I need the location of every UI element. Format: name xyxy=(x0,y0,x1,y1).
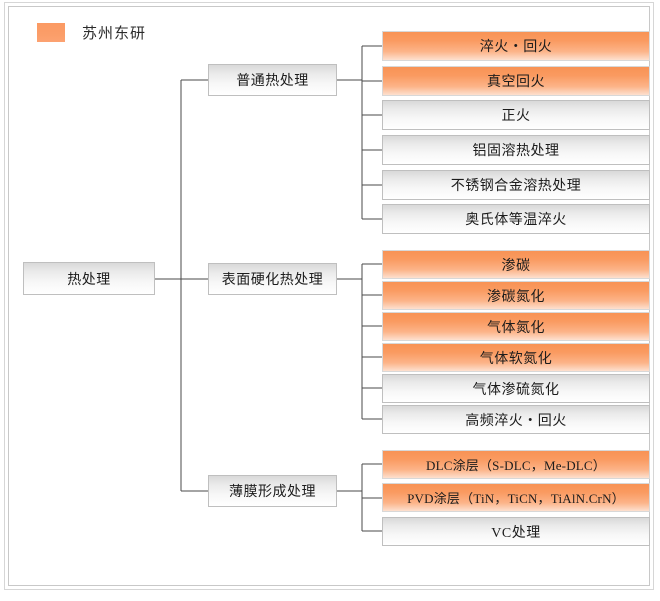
tree-leaf-normalizing[interactable]: 正火 xyxy=(382,100,650,130)
tree-leaf-dlc-coating[interactable]: DLC涂层（S-DLC，Me-DLC） xyxy=(382,450,650,479)
tree-leaf-label: 铝固溶热处理 xyxy=(472,144,560,159)
tree-leaf-label: VC处理 xyxy=(491,525,541,541)
tree-leaf-vacuum-temper[interactable]: 真空回火 xyxy=(382,66,650,96)
tree-leaf-label: 淬火・回火 xyxy=(479,40,553,55)
tree-leaf-label: 气体渗硫氮化 xyxy=(472,382,560,398)
tree-leaf-pvd-coating[interactable]: PVD涂层（TiN，TiCN，TiAlN.CrN） xyxy=(382,483,650,512)
tree-leaf-induction-quench-temper[interactable]: 高频淬火・回火 xyxy=(382,405,650,434)
tree-leaf-label: 不锈钢合金溶热处理 xyxy=(450,179,582,194)
diagram-canvas: 苏州东研 xyxy=(8,6,650,586)
tree-branch-ordinary-heat-treatment[interactable]: 普通热处理 xyxy=(208,64,337,96)
tree-leaf-carburizing[interactable]: 渗碳 xyxy=(382,250,650,279)
tree-leaf-label: 渗碳氮化 xyxy=(487,289,545,305)
tree-leaf-label: 高频淬火・回火 xyxy=(465,413,567,429)
tree-leaf-label: 渗碳 xyxy=(501,258,531,274)
tree-leaf-stainless-alloy-solution[interactable]: 不锈钢合金溶热处理 xyxy=(382,170,650,200)
tree-leaf-label: 气体软氮化 xyxy=(479,351,553,367)
legend-label: 苏州东研 xyxy=(82,26,147,42)
tree-leaf-gas-nitriding[interactable]: 气体氮化 xyxy=(382,312,650,341)
tree-leaf-label: DLC涂层（S-DLC，Me-DLC） xyxy=(425,458,607,473)
tree-leaf-vc-treatment[interactable]: VC处理 xyxy=(382,517,650,546)
tree-leaf-quench-temper[interactable]: 淬火・回火 xyxy=(382,31,650,61)
tree-branch-surface-hardening[interactable]: 表面硬化热处理 xyxy=(208,263,337,295)
legend: 苏州东研 xyxy=(37,22,146,43)
tree-node-root-label: 热处理 xyxy=(67,272,111,288)
tree-leaf-label: 真空回火 xyxy=(487,75,545,90)
tree-leaf-label: 奥氏体等温淬火 xyxy=(465,213,567,228)
tree-leaf-label: 气体氮化 xyxy=(487,320,545,336)
tree-branch-label: 薄膜形成处理 xyxy=(229,485,316,500)
tree-leaf-gas-soft-nitriding[interactable]: 气体软氮化 xyxy=(382,343,650,372)
tree-leaf-aluminum-solution[interactable]: 铝固溶热处理 xyxy=(382,135,650,165)
tree-branch-thin-film-forming[interactable]: 薄膜形成处理 xyxy=(208,475,337,507)
tree-leaf-label: PVD涂层（TiN，TiCN，TiAlN.CrN） xyxy=(407,491,625,506)
tree-leaf-austempering[interactable]: 奥氏体等温淬火 xyxy=(382,204,650,234)
tree-branch-label: 表面硬化热处理 xyxy=(221,273,324,288)
tree-leaf-label: 正火 xyxy=(501,109,531,124)
tree-branch-label: 普通热处理 xyxy=(236,74,309,89)
tree-node-root[interactable]: 热处理 xyxy=(23,262,155,295)
tree-leaf-gas-sulfo-nitriding[interactable]: 气体渗硫氮化 xyxy=(382,374,650,403)
legend-color-swatch xyxy=(37,23,65,42)
tree-leaf-carbonitriding[interactable]: 渗碳氮化 xyxy=(382,281,650,310)
